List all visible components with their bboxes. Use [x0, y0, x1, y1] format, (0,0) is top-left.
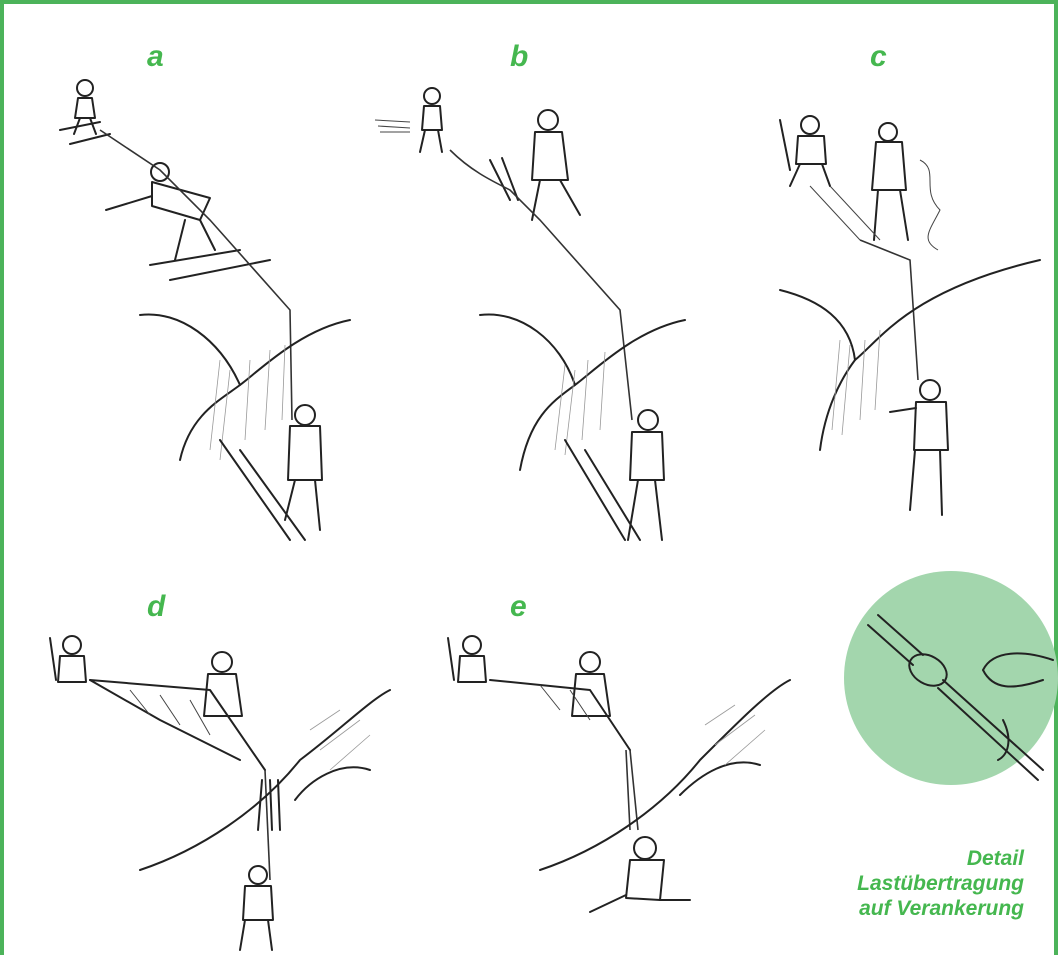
- climber-top-c: [780, 116, 830, 186]
- panel-label-d: d: [147, 590, 165, 624]
- illustration-b: [370, 70, 700, 550]
- climber-fallen-c: [890, 380, 948, 515]
- climber-middle-e: [572, 652, 610, 716]
- illustration-c: [770, 90, 1050, 530]
- panel-label-a: a: [147, 40, 164, 74]
- panel-label-e: e: [510, 590, 527, 624]
- climber-middle-b: [490, 110, 580, 220]
- climber-anchor-e: [448, 636, 486, 682]
- detail-caption-line2: Lastübertragung: [764, 871, 1024, 896]
- illustration-d: [40, 620, 420, 955]
- climber-middle-d: [204, 652, 242, 716]
- climber-fallen-b: [565, 410, 664, 540]
- panel-label-c: c: [870, 40, 887, 74]
- climber-top-b: [375, 88, 442, 152]
- climber-middle-c: [872, 123, 940, 250]
- climber-fallen-a: [220, 405, 322, 540]
- climber-top-a: [60, 80, 110, 144]
- illustration-e: [430, 620, 810, 955]
- detail-caption: Detail Lastübertragung auf Verankerung: [764, 846, 1024, 921]
- detail-circle: [844, 571, 1058, 785]
- climber-middle-a: [106, 163, 270, 280]
- climber-fallen-e: [590, 837, 690, 912]
- climber-fallen-d: [240, 866, 273, 950]
- panel-label-b: b: [510, 40, 528, 74]
- detail-caption-line3: auf Verankerung: [764, 896, 1024, 921]
- detail-illustration: [843, 570, 1058, 785]
- detail-caption-line1: Detail: [764, 846, 1024, 871]
- climber-anchor-d: [50, 636, 86, 682]
- illustration-a: [40, 70, 370, 550]
